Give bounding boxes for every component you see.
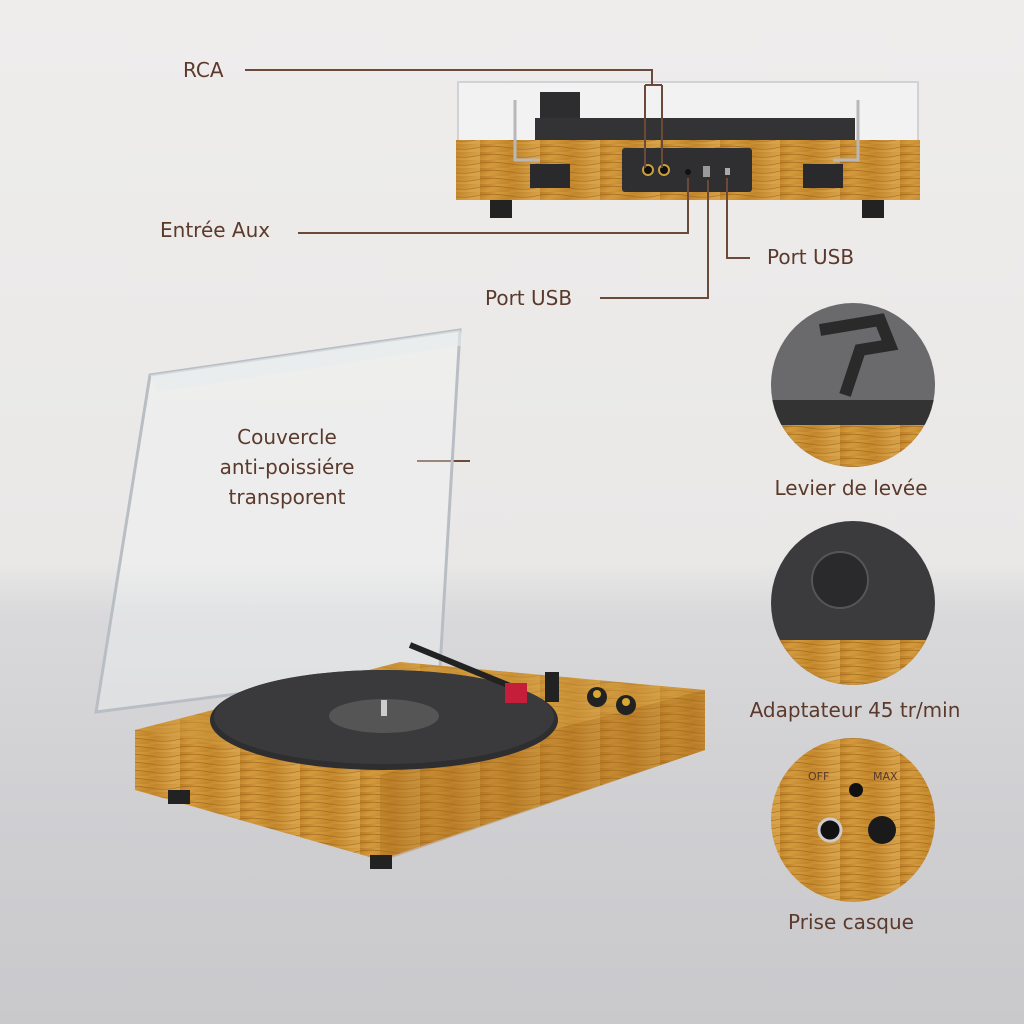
tonearm-lift-lever-detail: [771, 303, 935, 467]
callout-dust-cover-line: anti-poissiére: [219, 455, 355, 479]
callout-usb-port-bottom: Port USB: [485, 286, 573, 310]
callout-usb-port-right: Port USB: [767, 245, 855, 269]
callout-dust-cover-line: transporent: [228, 485, 346, 509]
headphone-jack-detail: [771, 738, 935, 902]
callout-aux-input: Entrée Aux: [160, 218, 271, 242]
knob-label-off: OFF: [808, 770, 829, 783]
callout-rca: RCA: [183, 58, 224, 82]
main-turntable: [94, 328, 705, 869]
label-45rpm-adapter: Adaptateur 45 tr/min: [749, 698, 961, 722]
callout-dust-cover: Couvercle anti-poissiére transporent: [220, 422, 355, 512]
leader-lines: [245, 69, 750, 462]
knob-label-max: MAX: [873, 770, 898, 783]
rear-view-turntable: [456, 81, 920, 218]
callout-dust-cover-line: Couvercle: [237, 425, 337, 449]
label-headphone-jack: Prise casque: [788, 910, 914, 934]
label-lift-lever: Levier de levée: [774, 476, 928, 500]
45rpm-adapter-detail: [771, 521, 935, 685]
